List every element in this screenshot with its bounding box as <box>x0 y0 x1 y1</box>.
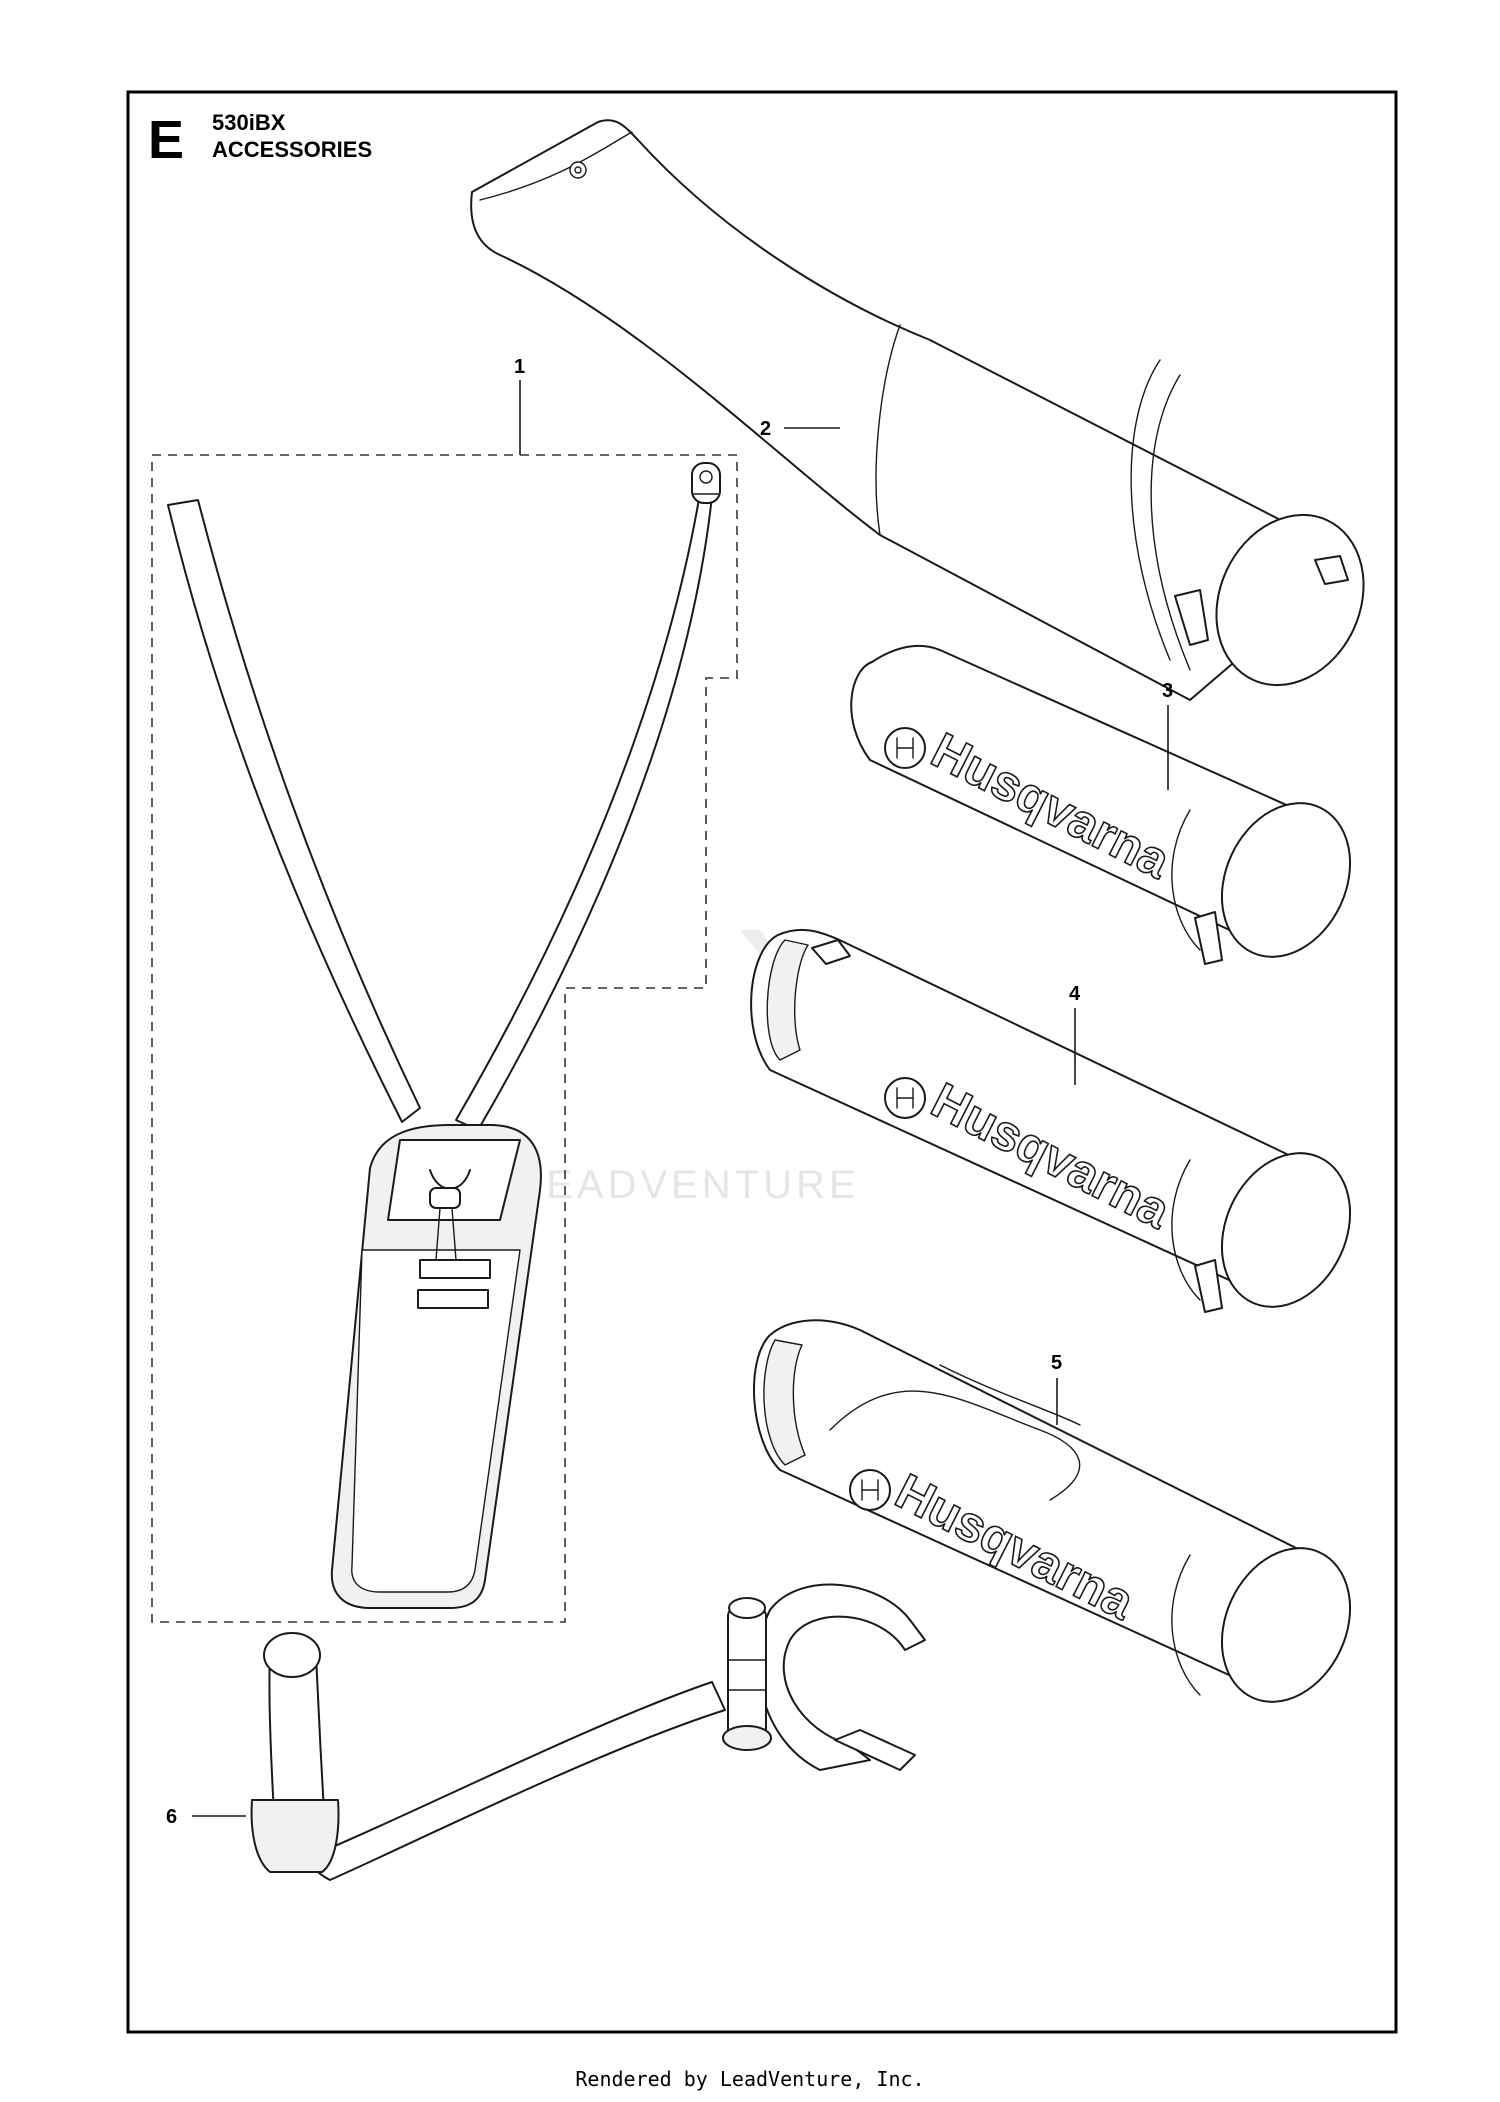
nozzle-5-ring <box>1171 1554 1201 1696</box>
nozzle-2-body <box>470 119 1301 701</box>
part-5-callout[interactable]: 5 <box>1051 1352 1062 1374</box>
section-model: 530iBX <box>212 110 286 135</box>
nozzle-2-ring <box>1130 359 1171 661</box>
part-4-round-nozzle-long[interactable]: Husqvarna 4 <box>750 928 1374 1328</box>
diagram-frame <box>126 90 1398 2034</box>
watermark-text: LEADVENTURE <box>520 1163 860 1207</box>
nozzle-3-ring <box>1171 809 1201 951</box>
footer-credit: Rendered by LeadVenture, Inc. <box>575 2067 925 2091</box>
handle-6-clamp <box>757 1583 926 1771</box>
part-3-callout[interactable]: 3 <box>1162 680 1173 702</box>
leadventure-watermark: LEADVENTURE <box>520 930 860 1207</box>
nozzle-4-ring <box>1171 1159 1201 1301</box>
nozzle-2-hole <box>569 161 587 179</box>
nozzle-5-mouth <box>1220 1547 1352 1703</box>
part-6-callout[interactable]: 6 <box>166 1806 177 1828</box>
nozzle-3-mouth <box>1220 802 1352 958</box>
handle-6-clamp-bolt <box>722 1597 772 1751</box>
part-2-callout[interactable]: 2 <box>760 418 771 440</box>
nozzle-3-slot <box>1194 911 1223 965</box>
nozzle-4-mouth <box>1220 1152 1352 1308</box>
handle-6-base <box>250 1799 340 1873</box>
part-1-group-box <box>151 454 738 1623</box>
part-1-callout[interactable]: 1 <box>514 356 525 378</box>
harness-pad-inner <box>351 1249 521 1593</box>
part-3-round-nozzle[interactable]: Husqvarna 3 <box>850 645 1374 978</box>
harness-right-strap <box>455 492 713 1131</box>
section-letter: E <box>148 110 184 170</box>
nozzle-5-contour <box>829 1390 1081 1501</box>
handle-6-knob <box>263 1632 321 1678</box>
nozzle-4-logo-icon <box>884 1077 926 1119</box>
section-title: ACCESSORIES <box>212 137 372 162</box>
nozzle-2-grip-line <box>875 324 901 536</box>
nozzle-4-cap <box>766 939 809 1061</box>
part-2-flat-nozzle[interactable]: 2 <box>470 119 1390 709</box>
part-1-harness[interactable]: 1 <box>151 356 738 1623</box>
nozzle-4-slot <box>1194 1259 1223 1313</box>
nozzle-5-body <box>753 1319 1321 1681</box>
nozzle-4-body <box>750 928 1321 1286</box>
nozzle-3-logo-icon <box>884 727 926 769</box>
harness-buckle <box>387 1139 521 1309</box>
part-5-wide-nozzle[interactable]: Husqvarna 5 <box>753 1319 1374 1723</box>
part-4-callout[interactable]: 4 <box>1069 983 1081 1005</box>
handle-6-arm <box>292 1681 726 1881</box>
harness-left-strap <box>167 499 421 1123</box>
nozzle-3-body <box>850 645 1321 936</box>
part-6-auxiliary-handle[interactable]: 6 <box>166 1583 926 1881</box>
nozzle-2-slot <box>1174 589 1209 646</box>
nozzle-5-logo-icon <box>849 1469 891 1511</box>
nozzle-5-cap <box>763 1339 806 1466</box>
strap-end-loop <box>691 462 721 504</box>
